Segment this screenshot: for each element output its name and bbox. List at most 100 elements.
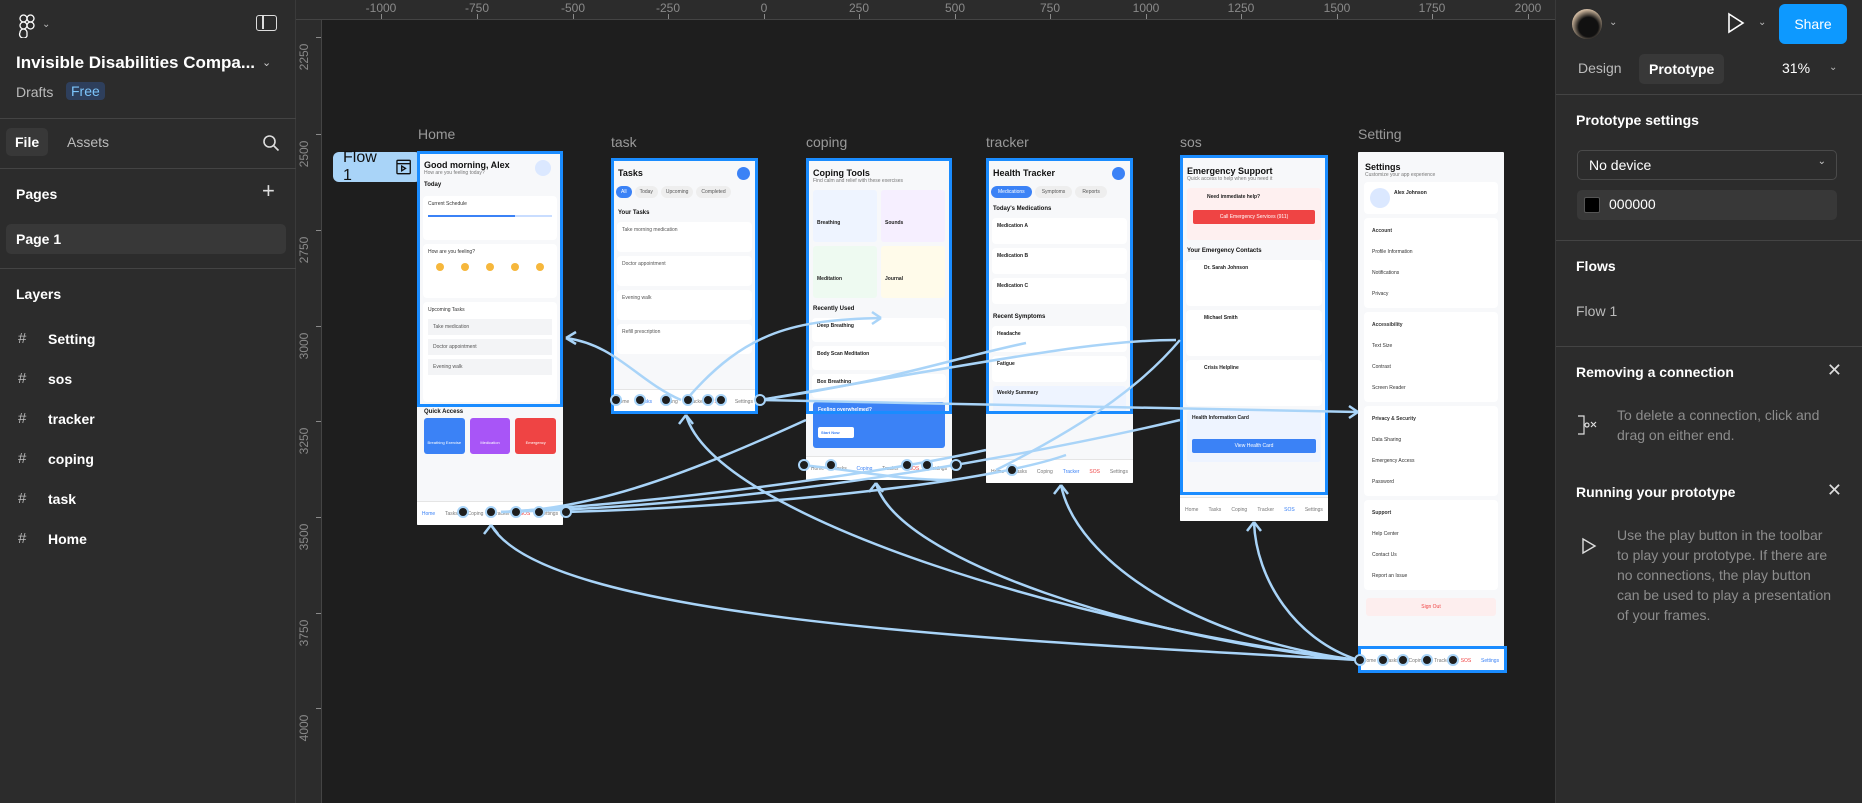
- medication-item[interactable]: Medication A: [992, 218, 1127, 244]
- nav-tasks[interactable]: Tasks: [444, 510, 458, 517]
- frame-label-coping[interactable]: coping: [806, 134, 848, 150]
- nav-tracker[interactable]: Tracker: [687, 398, 705, 405]
- tab-reports[interactable]: Reports: [1075, 186, 1107, 198]
- contact-card[interactable]: Michael Smith: [1186, 310, 1322, 356]
- layer-item-setting[interactable]: #Setting: [18, 330, 95, 347]
- medication-item[interactable]: Medication C: [992, 278, 1127, 304]
- nav-home[interactable]: Home: [810, 465, 825, 472]
- nav-settings[interactable]: Settings: [1109, 468, 1128, 475]
- nav-tracker[interactable]: Tracker: [1257, 506, 1275, 513]
- prototype-connections[interactable]: [296, 0, 1555, 803]
- settings-item[interactable]: Data Sharing: [1372, 437, 1402, 443]
- user-avatar[interactable]: [1572, 9, 1602, 39]
- tab-file[interactable]: File: [6, 128, 49, 156]
- settings-item[interactable]: Privacy: [1372, 291, 1389, 297]
- layer-item-task[interactable]: #task: [18, 490, 76, 507]
- share-button[interactable]: Share: [1779, 4, 1847, 44]
- layer-item-home[interactable]: #Home: [18, 530, 87, 547]
- nav-coping[interactable]: Coping: [1231, 506, 1248, 513]
- task-item[interactable]: Take medication: [428, 319, 552, 335]
- task-item[interactable]: Doctor appointment: [428, 339, 552, 355]
- settings-item[interactable]: Help Center: [1372, 531, 1399, 537]
- tab-assets[interactable]: Assets: [67, 134, 110, 150]
- nav-tracker[interactable]: Tracker: [1062, 468, 1080, 475]
- add-task-button[interactable]: [737, 167, 750, 180]
- frame-tracker[interactable]: Health Tracker Medications Symptoms Repo…: [986, 160, 1133, 483]
- nav-coping[interactable]: Coping: [467, 510, 484, 517]
- drafts-location[interactable]: Drafts: [16, 84, 54, 100]
- view-health-card-button[interactable]: View Health Card: [1192, 439, 1316, 453]
- settings-item[interactable]: Contact Us: [1372, 552, 1397, 558]
- color-hex[interactable]: 000000: [1609, 196, 1656, 212]
- canvas[interactable]: -1000 -750 -500 -250 0 250 500 750 1000 …: [296, 0, 1555, 803]
- add-entry-button[interactable]: [1112, 167, 1125, 180]
- nav-home[interactable]: Home: [1362, 657, 1377, 664]
- nav-coping[interactable]: Coping: [1036, 468, 1053, 475]
- nav-settings[interactable]: Settings: [1304, 506, 1323, 513]
- layer-item-tracker[interactable]: #tracker: [18, 410, 95, 427]
- contact-card[interactable]: Dr. Sarah Johnson: [1186, 260, 1322, 306]
- chevron-down-icon[interactable]: ⌄: [1609, 17, 1618, 28]
- tool-meditation[interactable]: Meditation: [813, 246, 877, 298]
- task-item[interactable]: Refill prescription: [617, 324, 752, 354]
- nav-sos[interactable]: SOS: [1089, 468, 1100, 475]
- tool-journal[interactable]: Journal: [881, 246, 945, 298]
- page-item[interactable]: Page 1: [6, 224, 286, 254]
- settings-item[interactable]: Profile Information: [1372, 249, 1413, 255]
- nav-settings[interactable]: Settings: [1481, 657, 1500, 664]
- nav-coping[interactable]: Coping: [856, 465, 873, 472]
- tab-prototype[interactable]: Prototype: [1639, 54, 1725, 84]
- tool-breathing[interactable]: Breathing: [813, 190, 877, 242]
- nav-tracker[interactable]: Tracker: [493, 510, 510, 517]
- nav-sos[interactable]: SOS: [519, 510, 531, 517]
- frame-label-home[interactable]: Home: [418, 126, 456, 142]
- recent-item[interactable]: Deep Breathing: [812, 318, 946, 342]
- frame-label-tracker[interactable]: tracker: [986, 134, 1029, 150]
- filter-all[interactable]: All: [616, 186, 632, 198]
- device-select[interactable]: No device⌄: [1577, 150, 1837, 180]
- avatar[interactable]: [535, 160, 551, 176]
- task-item[interactable]: Doctor appointment: [617, 256, 752, 286]
- nav-coping[interactable]: Coping: [1408, 657, 1425, 664]
- file-menu-chevron-icon[interactable]: ⌄: [262, 57, 272, 69]
- zoom-level[interactable]: 31%: [1782, 60, 1811, 76]
- recent-item[interactable]: Body Scan Meditation: [812, 346, 946, 370]
- filter-today[interactable]: Today: [634, 186, 658, 198]
- tab-medications[interactable]: Medications: [991, 186, 1032, 198]
- settings-item[interactable]: Screen Reader: [1372, 385, 1406, 391]
- nav-sos[interactable]: SOS: [908, 465, 920, 472]
- color-swatch[interactable]: [1584, 197, 1600, 213]
- nav-tasks[interactable]: Tasks: [1014, 468, 1027, 475]
- quick-breathing[interactable]: Breathing Exercise: [424, 418, 465, 454]
- tool-sounds[interactable]: Sounds: [881, 190, 945, 242]
- layer-item-sos[interactable]: #sos: [18, 370, 72, 387]
- frame-label-setting[interactable]: Setting: [1358, 126, 1402, 142]
- toggle-sidebar-icon[interactable]: [256, 15, 277, 31]
- sign-out-button[interactable]: Sign Out: [1366, 598, 1496, 616]
- contact-card[interactable]: Crisis Helpline: [1186, 360, 1322, 406]
- tab-symptoms[interactable]: Symptoms: [1034, 186, 1073, 198]
- close-icon[interactable]: ✕: [1826, 360, 1842, 380]
- chevron-down-icon[interactable]: ⌄: [42, 19, 51, 30]
- frame-sos[interactable]: Emergency Support Quick access to help w…: [1180, 156, 1328, 521]
- task-item[interactable]: Evening walk: [428, 359, 552, 375]
- play-options-chevron-icon[interactable]: ⌄: [1758, 17, 1767, 28]
- zoom-chevron-icon[interactable]: ⌄: [1829, 62, 1838, 73]
- tab-design[interactable]: Design: [1578, 60, 1622, 76]
- nav-home[interactable]: Home: [615, 398, 630, 405]
- weekly-summary-card[interactable]: Weekly Summary: [993, 386, 1126, 414]
- nav-home[interactable]: Home: [1185, 506, 1199, 513]
- medication-item[interactable]: Medication B: [992, 248, 1127, 274]
- close-icon[interactable]: ✕: [1826, 480, 1842, 500]
- nav-tasks[interactable]: Tasks: [1208, 506, 1222, 513]
- background-color-field[interactable]: 000000: [1577, 190, 1837, 220]
- symptom-item[interactable]: Fatigue: [992, 356, 1127, 382]
- frame-label-sos[interactable]: sos: [1180, 134, 1202, 150]
- filter-upcoming[interactable]: Upcoming: [660, 186, 694, 198]
- nav-sos[interactable]: SOS: [1284, 506, 1295, 513]
- figma-menu-button[interactable]: [18, 14, 38, 39]
- settings-item[interactable]: Report an Issue: [1372, 573, 1408, 579]
- filter-completed[interactable]: Completed: [696, 186, 731, 198]
- flow-item[interactable]: Flow 1: [1576, 303, 1618, 319]
